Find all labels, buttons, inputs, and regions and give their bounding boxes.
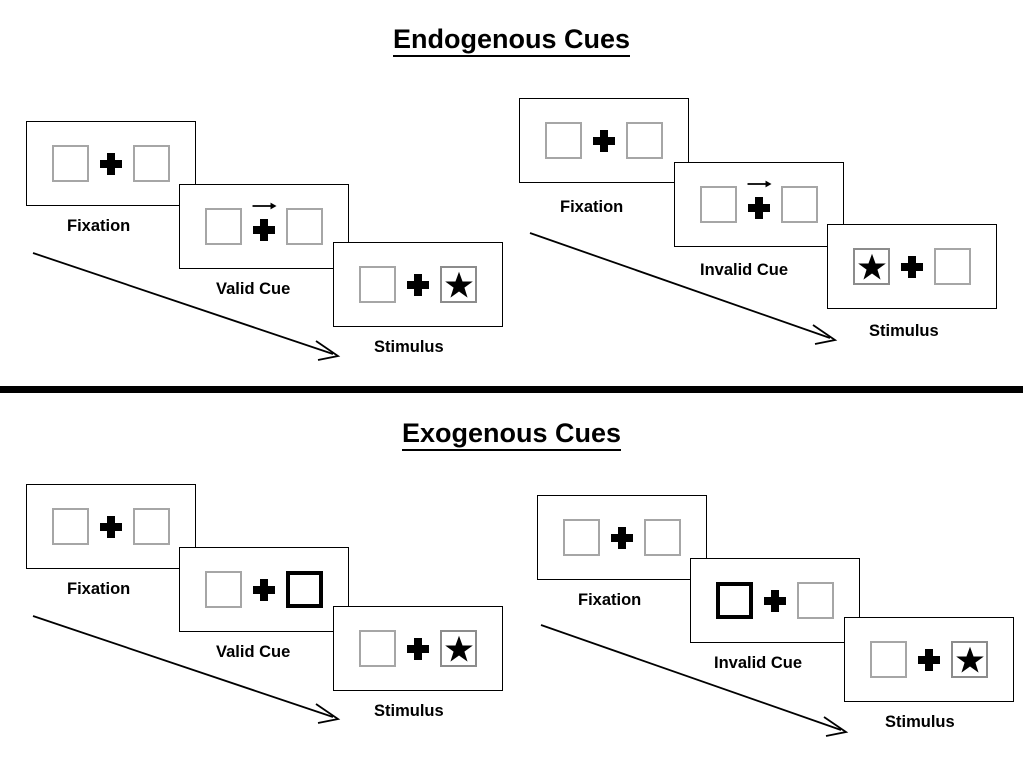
panel-exo-valid-cue <box>179 547 349 632</box>
left-box <box>545 122 582 159</box>
left-box <box>52 508 89 545</box>
left-box <box>205 208 242 245</box>
left-box-cued <box>716 582 753 619</box>
fixation-cross-icon <box>611 526 633 549</box>
right-box <box>626 122 663 159</box>
frame-content <box>205 202 323 249</box>
right-box <box>440 266 477 303</box>
left-box <box>359 266 396 303</box>
fixation-cross-icon <box>901 255 923 278</box>
panel-endo-valid-fixation <box>26 121 196 206</box>
caption-endo-valid-stimulus: Stimulus <box>374 338 444 356</box>
frame-content <box>205 568 323 612</box>
right-box <box>781 186 818 223</box>
left-box <box>359 630 396 667</box>
fixation-cross-slot <box>396 627 440 671</box>
fixation-cross-slot <box>600 516 644 560</box>
section-title-exogenous-text: Exogenous Cues <box>401 418 622 451</box>
frame-content <box>545 119 663 163</box>
frame-content <box>716 579 834 623</box>
left-box <box>205 571 242 608</box>
frame-content <box>853 245 971 289</box>
fixation-cross-icon <box>764 589 786 612</box>
time-flow-arrow-icon <box>540 624 849 737</box>
time-flow-arrow-icon <box>32 615 341 724</box>
frame-content <box>700 180 818 227</box>
star-icon <box>444 271 473 298</box>
caption-exo-valid-cue: Valid Cue <box>216 643 291 661</box>
caption-exo-invalid-fixation: Fixation <box>578 591 642 609</box>
fixation-cross-icon <box>253 578 275 601</box>
section-title-exogenous: Exogenous Cues <box>0 418 1023 451</box>
caption-endo-invalid-fixation: Fixation <box>560 198 624 216</box>
panel-endo-invalid-stimulus <box>827 224 997 309</box>
fixation-cross-icon <box>100 152 122 175</box>
fixation-cross-icon <box>100 515 122 538</box>
caption-exo-valid-fixation: Fixation <box>67 580 131 598</box>
section-divider <box>0 386 1023 393</box>
caption-endo-invalid-cue: Invalid Cue <box>700 261 789 279</box>
panel-endo-valid-cue <box>179 184 349 269</box>
left-box <box>853 248 890 285</box>
fixation-cross-icon <box>253 219 275 241</box>
fixation-cross-icon <box>407 273 429 296</box>
fixation-cross-slot <box>582 119 626 163</box>
arrow-right-icon <box>747 180 772 187</box>
fixation-cross-slot <box>89 505 133 549</box>
fixation-cross-slot <box>737 180 781 227</box>
left-box <box>870 641 907 678</box>
right-box-cued <box>286 571 323 608</box>
caption-endo-valid-fixation: Fixation <box>67 217 131 235</box>
fixation-cross-slot <box>396 263 440 307</box>
fixation-cross-slot <box>907 638 951 682</box>
time-flow-arrow-icon <box>529 232 838 345</box>
right-box <box>951 641 988 678</box>
fixation-cross-icon <box>407 637 429 660</box>
frame-content <box>52 142 170 186</box>
frame-content <box>563 516 681 560</box>
star-icon <box>857 253 886 280</box>
caption-exo-valid-stimulus: Stimulus <box>374 702 444 720</box>
left-box <box>563 519 600 556</box>
panel-exo-invalid-cue <box>690 558 860 643</box>
panel-exo-invalid-fixation <box>537 495 707 580</box>
left-box <box>700 186 737 223</box>
right-box <box>133 508 170 545</box>
caption-endo-valid-cue: Valid Cue <box>216 280 291 298</box>
right-box <box>440 630 477 667</box>
frame-content <box>359 263 477 307</box>
section-title-endogenous-text: Endogenous Cues <box>392 24 630 57</box>
right-box <box>934 248 971 285</box>
fixation-cross-icon <box>748 197 770 219</box>
fixation-cross-slot <box>242 202 286 249</box>
frame-content <box>52 505 170 549</box>
right-box <box>133 145 170 182</box>
right-box <box>644 519 681 556</box>
fixation-cross-icon <box>593 129 615 152</box>
frame-content <box>870 638 988 682</box>
right-box <box>797 582 834 619</box>
section-title-endogenous: Endogenous Cues <box>0 24 1023 57</box>
caption-endo-invalid-stimulus: Stimulus <box>869 322 939 340</box>
fixation-cross-slot <box>753 579 797 623</box>
frame-content <box>359 627 477 671</box>
panel-exo-valid-fixation <box>26 484 196 569</box>
fixation-cross-slot <box>89 142 133 186</box>
star-icon <box>444 635 473 662</box>
left-box <box>52 145 89 182</box>
panel-endo-valid-stimulus <box>333 242 503 327</box>
fixation-cross-slot <box>242 568 286 612</box>
caption-exo-invalid-cue: Invalid Cue <box>714 654 803 672</box>
right-box <box>286 208 323 245</box>
caption-exo-invalid-stimulus: Stimulus <box>885 713 955 731</box>
panel-exo-valid-stimulus <box>333 606 503 691</box>
panel-endo-invalid-cue <box>674 162 844 247</box>
time-flow-arrow-icon <box>32 252 341 361</box>
fixation-cross-slot <box>890 245 934 289</box>
star-icon <box>955 646 984 673</box>
fixation-cross-icon <box>918 648 940 671</box>
panel-endo-invalid-fixation <box>519 98 689 183</box>
arrow-right-icon <box>252 202 277 209</box>
panel-exo-invalid-stimulus <box>844 617 1014 702</box>
